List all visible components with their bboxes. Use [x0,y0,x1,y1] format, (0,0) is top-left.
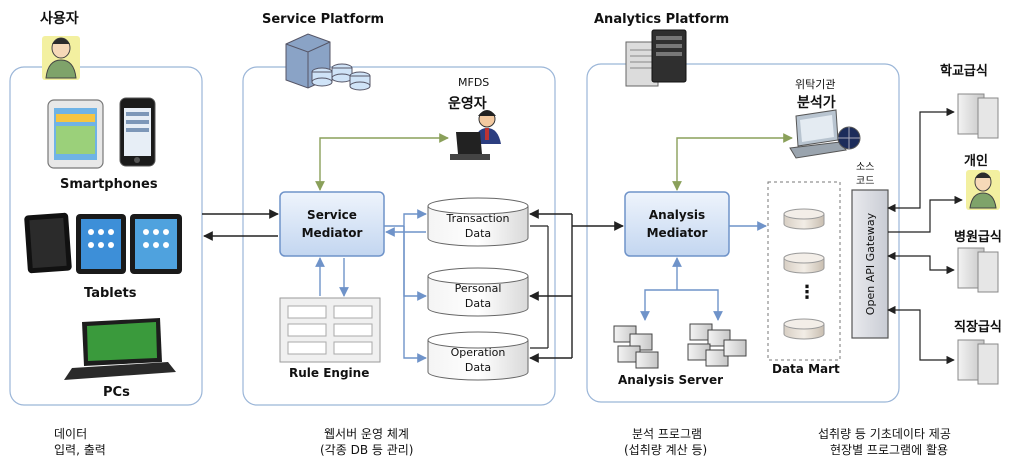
operator-icon [450,110,501,160]
school-server-icon [957,93,999,139]
analytics-platform-panel [586,63,900,403]
user-caption-2: 입력, 출력 [54,443,106,457]
data-mart-db-1 [783,208,825,230]
service-caption-2: (각종 DB 등 관리) [320,443,414,457]
workplace-server-icon [957,339,999,385]
transaction-label-2: Data [464,227,492,240]
arrow-to-personal [403,226,427,301]
transaction-label-1: Transaction [446,212,510,225]
data-mart-db-3 [783,318,825,340]
workplace-label: 직장급식 [954,320,1002,335]
data-mart-label: Data Mart [772,362,840,376]
analysis-mediator-box [624,191,730,257]
user-title: 사용자 [40,11,79,27]
analysis-server-label: Analysis Server [618,373,724,387]
tablets-label: Tablets [84,286,137,301]
individual-avatar-icon [966,170,1000,210]
smartphones-label: Smartphones [60,177,158,192]
arrow-to-school [887,107,955,213]
analysis-mediator-label-2: Mediator [646,226,708,240]
arrow-service-operator [315,133,449,191]
operator-org-label: MFDS [458,76,490,89]
rule-engine-grid [279,297,381,363]
service-mediator-label-1: Service [307,208,357,222]
data-mart-db-2 [783,252,825,274]
source-code-label-2: 코드 [856,176,875,187]
arrow-to-workplace [887,305,955,365]
analysis-mediator-label-1: Analysis [648,208,706,222]
service-mediator-label-2: Mediator [301,226,363,240]
pcs-label: PCs [103,385,130,400]
tablets-icon [24,212,182,274]
data-mart-frame [767,181,841,361]
operator-label: 운영자 [448,96,487,112]
service-platform-servers-icon [285,33,371,91]
operation-data-db [427,331,529,381]
analytics-caption-1: 분석 프로그램 [632,427,703,441]
arrow-to-hospital [887,251,955,275]
operation-label-1: Operation [450,346,506,359]
user-avatar-icon [42,36,80,80]
user-caption-1: 데이터 [54,427,88,441]
analysis-server-icon [613,323,747,369]
analytics-platform-servers-icon [625,29,687,87]
rule-engine-label: Rule Engine [289,366,370,380]
smartphones-icon [47,97,156,169]
analyst-label: 분석가 [797,95,836,111]
arrow-servers-split [640,289,723,321]
analyst-org-label: 위탁기관 [795,78,836,91]
transaction-data-db [427,197,529,247]
source-code-label-1: 소스 [856,162,875,173]
data-mart-ellipsis: ⋮ [798,282,816,303]
analytics-caption-2: (섭취량 계산 등) [624,443,708,457]
hospital-label: 병원급식 [954,230,1002,245]
personal-label-1: Personal [454,282,502,295]
arrow-analysis-analyst [672,133,793,191]
hospital-server-icon [957,247,999,293]
service-platform-title: Service Platform [262,12,385,27]
analytics-platform-title: Analytics Platform [594,12,730,27]
arrow-to-transaction [403,209,427,226]
open-api-gateway-box [851,189,889,339]
individual-label: 개인 [964,154,988,169]
laptop-icon [64,318,176,380]
service-caption-1: 웹서버 운영 체계 [324,427,409,441]
service-mediator-box [279,191,385,257]
consumers-caption-1: 섭취량 등 기초데이타 제공 [818,427,951,441]
personal-data-db [427,267,529,317]
school-label: 학교급식 [940,64,988,79]
consumers-caption-2: 현장별 프로그램에 활용 [830,443,949,457]
personal-label-2: Data [464,297,492,310]
analyst-icon [789,109,861,159]
arrow-to-operation [403,226,427,363]
user-panel [9,66,203,406]
operation-label-2: Data [464,361,492,374]
arrow-to-individual [888,195,963,233]
open-api-gateway-label: Open API Gateway [864,212,877,316]
